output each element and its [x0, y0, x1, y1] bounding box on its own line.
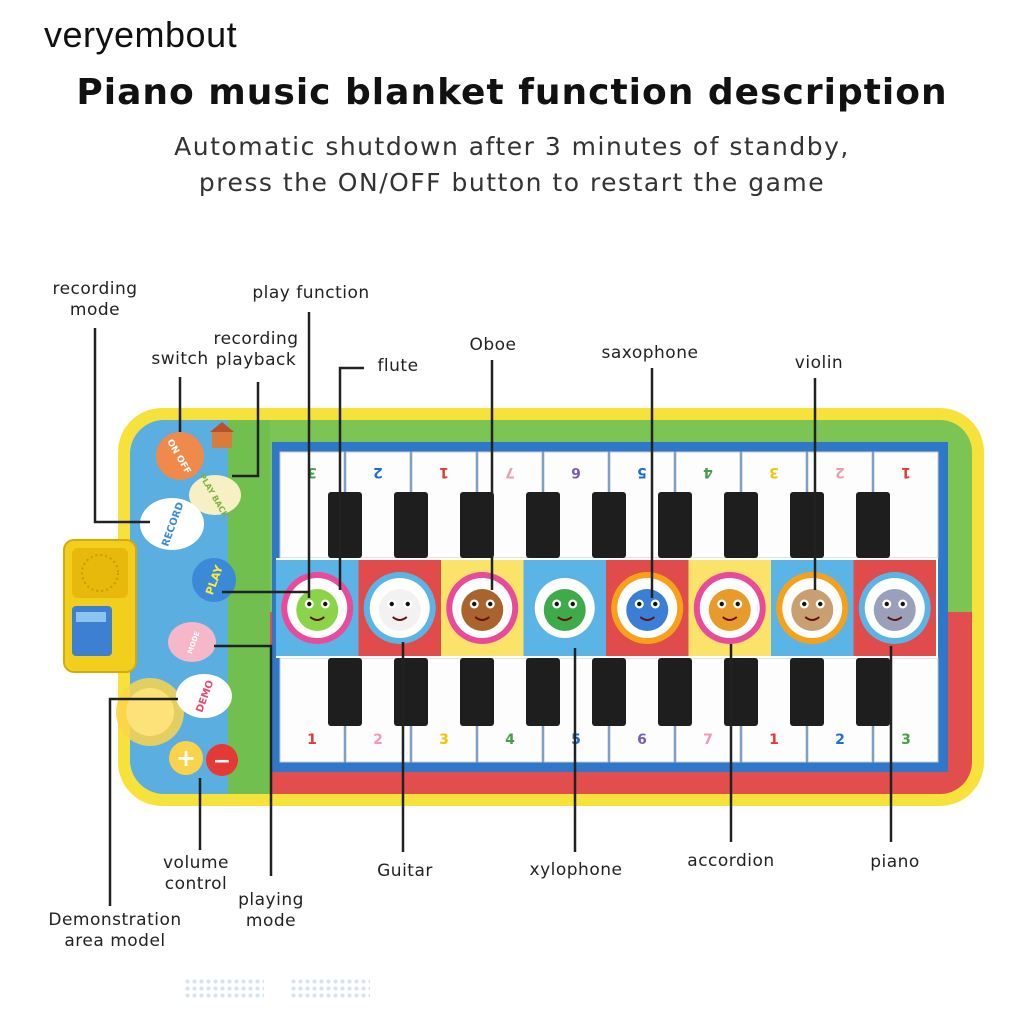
bottom-black-key[interactable]	[790, 658, 824, 726]
label-violin: violin	[794, 353, 844, 373]
play-back-button[interactable]: PLAY BACK	[189, 472, 241, 520]
label-switch: switch	[151, 349, 209, 369]
top-key-label: 5	[637, 464, 647, 480]
bottom-black-key[interactable]	[460, 658, 494, 726]
decor-dots-left	[184, 978, 264, 998]
animal-monkey-pad[interactable]	[441, 560, 524, 656]
volume-down-label: −	[213, 749, 231, 774]
label-saxophone: saxophone	[601, 343, 699, 363]
subtitle-line-1: Automatic shutdown after 3 minutes of st…	[174, 132, 850, 161]
top-key-label: 7	[505, 464, 515, 480]
label-accordion: accordion	[687, 851, 775, 871]
demo-button[interactable]: DEMO	[176, 674, 232, 718]
top-black-key[interactable]	[328, 492, 362, 558]
brand-name: veryembout	[44, 14, 238, 55]
top-key-label: 4	[703, 464, 713, 480]
bottom-black-key[interactable]	[658, 658, 692, 726]
volume-up-label: +	[176, 744, 196, 772]
bottom-key-label: 3	[901, 732, 911, 748]
bottom-key-label: 6	[637, 732, 647, 748]
bottom-black-key[interactable]	[856, 658, 890, 726]
label-oboe: Oboe	[469, 335, 517, 355]
label-xylophone: xylophone	[529, 860, 623, 880]
bottom-black-key[interactable]	[724, 658, 758, 726]
bottom-key-label: 2	[835, 732, 845, 748]
label-play-function: play function	[252, 283, 370, 303]
animal-hippo-pad[interactable]	[853, 560, 937, 656]
sun-decoration	[116, 678, 184, 746]
record-button[interactable]: RECORD	[140, 498, 204, 550]
bottom-black-key[interactable]	[526, 658, 560, 726]
house-icon	[210, 422, 234, 448]
animal-crocodile-pad[interactable]	[523, 560, 607, 656]
bottom-key-label: 1	[307, 732, 317, 748]
top-key-label: 2	[835, 464, 845, 480]
decor-dots-right	[290, 978, 370, 998]
play-button[interactable]: PLAY	[192, 558, 236, 602]
top-black-key[interactable]	[460, 492, 494, 558]
top-key-label: 1	[439, 464, 449, 480]
top-black-key[interactable]	[394, 492, 428, 558]
animal-lion-pad[interactable]	[688, 560, 772, 656]
leader-lines	[93, 312, 893, 906]
mode-button[interactable]: MODE	[168, 622, 216, 662]
animal-frog-pad[interactable]	[276, 560, 359, 656]
top-black-key[interactable]	[592, 492, 626, 558]
top-black-key[interactable]	[526, 492, 560, 558]
bottom-black-key[interactable]	[394, 658, 428, 726]
bottom-black-key[interactable]	[328, 658, 362, 726]
bottom-key-label: 4	[505, 732, 515, 748]
top-keys: 3 2 1 7 6 5 4 3 2 1	[279, 451, 939, 559]
bottom-key-label: 2	[373, 732, 383, 748]
top-black-key[interactable]	[856, 492, 890, 558]
label-flute: flute	[377, 356, 419, 376]
subtitle-line-2: press the ON/OFF button to restart the g…	[198, 168, 826, 197]
label-guitar: Guitar	[377, 861, 433, 881]
animal-zebra-pad[interactable]	[358, 560, 442, 656]
bottom-black-key[interactable]	[592, 658, 626, 726]
top-black-key[interactable]	[658, 492, 692, 558]
bottom-key-label: 1	[769, 732, 779, 748]
leader-recording-mode	[93, 328, 150, 524]
leader-demonstration	[108, 697, 178, 906]
bottom-key-label: 7	[703, 732, 713, 748]
top-key-label: 3	[769, 464, 779, 480]
top-black-key[interactable]	[790, 492, 824, 558]
leader-recording-playback	[232, 382, 260, 478]
top-key-label: 1	[901, 464, 911, 480]
speaker-box[interactable]	[63, 539, 137, 673]
top-key-label: 2	[373, 464, 383, 480]
top-key-label: 6	[571, 464, 581, 480]
on-off-button[interactable]: ON OFF	[156, 432, 204, 480]
volume-down-button[interactable]: −	[206, 744, 238, 776]
leader-flute	[338, 366, 364, 590]
top-black-key[interactable]	[724, 492, 758, 558]
bottom-key-label: 3	[439, 732, 449, 748]
animal-monkey2-pad[interactable]	[771, 560, 854, 656]
leader-playing-mode	[214, 644, 273, 876]
animal-strip	[276, 558, 938, 658]
label-piano: piano	[870, 852, 920, 872]
page-title: Piano music blanket function description	[76, 72, 948, 113]
animal-elephant-pad[interactable]	[606, 560, 689, 656]
top-key-label: 3	[307, 464, 317, 480]
volume-up-button[interactable]: +	[169, 741, 203, 775]
